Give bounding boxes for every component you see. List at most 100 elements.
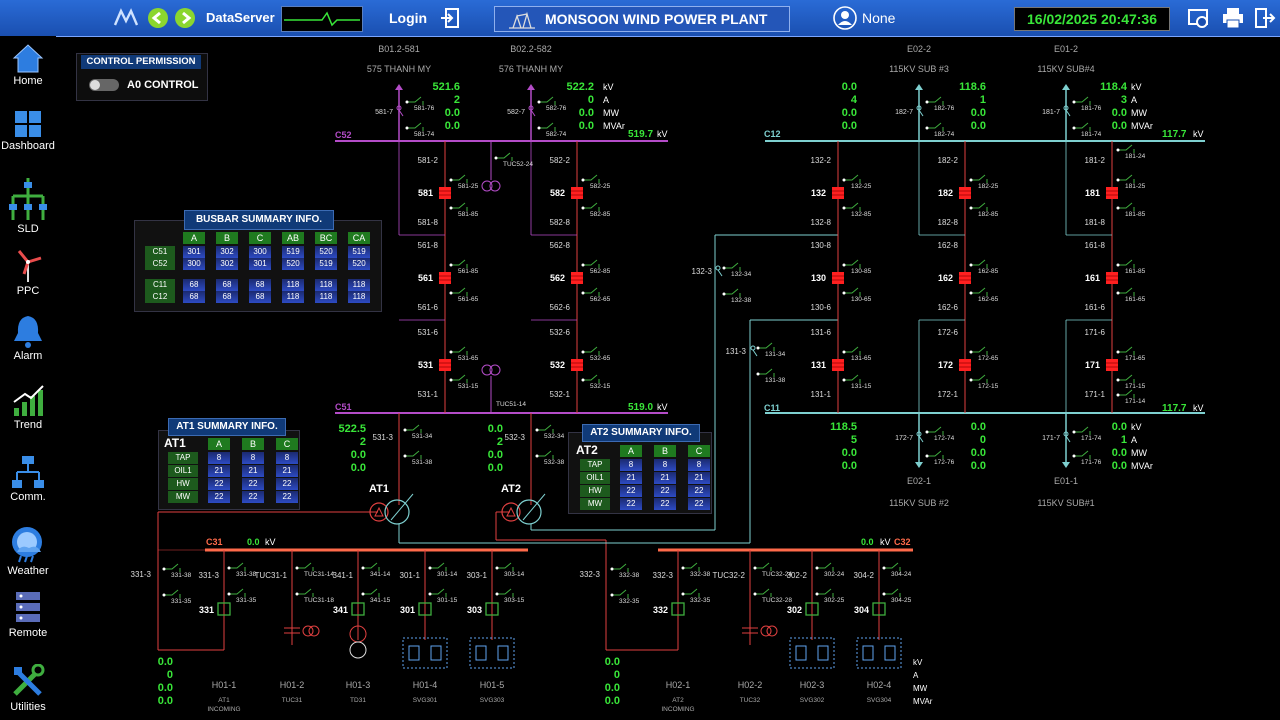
sidebar-item-sld[interactable]: SLD xyxy=(0,176,56,241)
sidebar-item-ppc[interactable]: PPC xyxy=(0,248,56,297)
at-cell: 22 xyxy=(276,478,298,490)
breaker xyxy=(571,359,583,371)
unit-label: A xyxy=(913,671,919,680)
a0-control-label: A0 CONTROL xyxy=(127,79,199,91)
feeder-id: E01-1 xyxy=(1054,476,1078,486)
earth-switch-label: 532-34 xyxy=(544,433,565,440)
mv-breaker xyxy=(418,602,432,616)
earth-switch-node xyxy=(495,592,499,596)
breaker-detail xyxy=(439,190,451,196)
sidebar-item-weather[interactable]: Weather xyxy=(0,522,56,577)
earth-switch xyxy=(683,588,700,597)
back-button[interactable] xyxy=(148,8,168,28)
switch-label: 131-6 xyxy=(811,328,832,337)
earth-switch-label: 172-76 xyxy=(934,459,955,466)
earth-switch-node xyxy=(969,291,973,295)
earth-switch xyxy=(1118,174,1135,183)
switch-label: 581-7 xyxy=(375,109,393,116)
sidebar-label: Utilities xyxy=(10,701,46,713)
disconnector xyxy=(1110,299,1114,303)
sidebar-item-trend[interactable]: Trend xyxy=(0,382,56,431)
screenshot-icon[interactable] xyxy=(1188,7,1210,29)
earth-switch-node xyxy=(969,206,973,210)
unit-label: MW xyxy=(603,108,619,118)
earth-switch-label: 582-25 xyxy=(590,183,611,190)
switch-label: 171-7 xyxy=(1042,435,1060,442)
disconnector xyxy=(156,566,160,570)
earth-switch-node xyxy=(681,566,685,570)
disconnector xyxy=(528,105,534,111)
disconnector xyxy=(750,345,756,351)
at-col-header: A xyxy=(620,445,642,457)
switch-label: 161-8 xyxy=(1085,241,1106,250)
switch-label: 161-6 xyxy=(1085,303,1106,312)
sidebar-item-comm[interactable]: Comm. xyxy=(0,454,56,503)
disconnector-blade xyxy=(918,109,924,117)
disconnector-blade xyxy=(445,303,449,309)
earth-switch-node xyxy=(1116,178,1120,182)
sidebar-item-home[interactable]: Home xyxy=(0,42,56,87)
breaker-label: 581 xyxy=(418,188,433,198)
login-icon[interactable] xyxy=(440,7,460,29)
earth-switch-node xyxy=(925,454,929,458)
measurement-value: 0.0 xyxy=(579,107,594,119)
earth-switch xyxy=(583,259,600,268)
busbar-row-label: C11 xyxy=(145,279,175,291)
earth-switch-label: 331-38 xyxy=(236,571,257,578)
at-cell: 22 xyxy=(242,478,264,490)
earth-switch-label: 162-65 xyxy=(978,296,999,303)
a0-control-toggle[interactable] xyxy=(89,79,119,91)
sidebar-item-utilities[interactable]: Utilities xyxy=(0,664,56,713)
disconnector xyxy=(715,265,721,271)
earth-switch xyxy=(583,287,600,296)
busbar-cell: 520 xyxy=(315,246,337,258)
at-row-label: OIL1 xyxy=(168,465,198,477)
exit-icon[interactable] xyxy=(1254,7,1276,29)
mv-bay-sub: INCOMING xyxy=(207,706,240,713)
disconnector-blade xyxy=(1112,156,1116,162)
disconnector xyxy=(676,570,680,574)
forward-button[interactable] xyxy=(175,8,195,28)
switch-label: 132-3 xyxy=(692,267,713,276)
vt-icon xyxy=(481,180,493,192)
sidebar-item-remote[interactable]: Remote xyxy=(0,590,56,639)
disconnector-blade xyxy=(577,218,581,224)
breaker xyxy=(959,359,971,371)
unit-label: kV xyxy=(657,402,668,412)
earth-switch-node xyxy=(405,100,409,104)
at-cell: 21 xyxy=(620,472,642,484)
earth-switch-node xyxy=(753,592,757,596)
trend-icon xyxy=(13,385,44,416)
earth-switch-node xyxy=(581,263,585,267)
earth-switch-label: 162-85 xyxy=(978,268,999,275)
earth-switch-label: 172-15 xyxy=(978,383,999,390)
at-row-label: TAP xyxy=(580,459,610,471)
sidebar-item-dashboard[interactable]: Dashboard xyxy=(0,109,56,152)
earth-switch-label: 331-38 xyxy=(171,572,192,579)
disconnector-blade xyxy=(1112,328,1116,334)
at-cell: 22 xyxy=(620,498,642,510)
measurement-value: 0.0 xyxy=(605,682,620,694)
switch-label: 301-1 xyxy=(400,571,421,580)
earth-switch-label: 304-25 xyxy=(891,597,912,604)
login-label[interactable]: Login xyxy=(389,10,428,26)
unit-label: kV xyxy=(657,129,668,139)
print-icon[interactable] xyxy=(1222,7,1244,29)
switch-label: 332-3 xyxy=(580,570,601,579)
earth-switch-label: 161-65 xyxy=(1125,296,1146,303)
earth-switch xyxy=(683,562,700,571)
control-permission-panel: CONTROL PERMISSION A0 CONTROL xyxy=(76,53,208,101)
breaker-label: 132 xyxy=(811,188,826,198)
sidebar-item-alarm[interactable]: Alarm xyxy=(0,313,56,362)
breaker-detail xyxy=(959,275,971,281)
capacitor-icon xyxy=(284,627,300,645)
disconnector xyxy=(836,237,840,241)
disconnector-blade xyxy=(838,328,842,334)
earth-switch xyxy=(755,562,772,571)
user-icon[interactable] xyxy=(833,6,857,30)
disconnector-blade xyxy=(750,574,754,580)
sidebar-label: Alarm xyxy=(13,350,43,362)
svg-unit-icon xyxy=(795,645,829,661)
disconnector xyxy=(443,386,447,390)
earth-switch-node xyxy=(842,378,846,382)
